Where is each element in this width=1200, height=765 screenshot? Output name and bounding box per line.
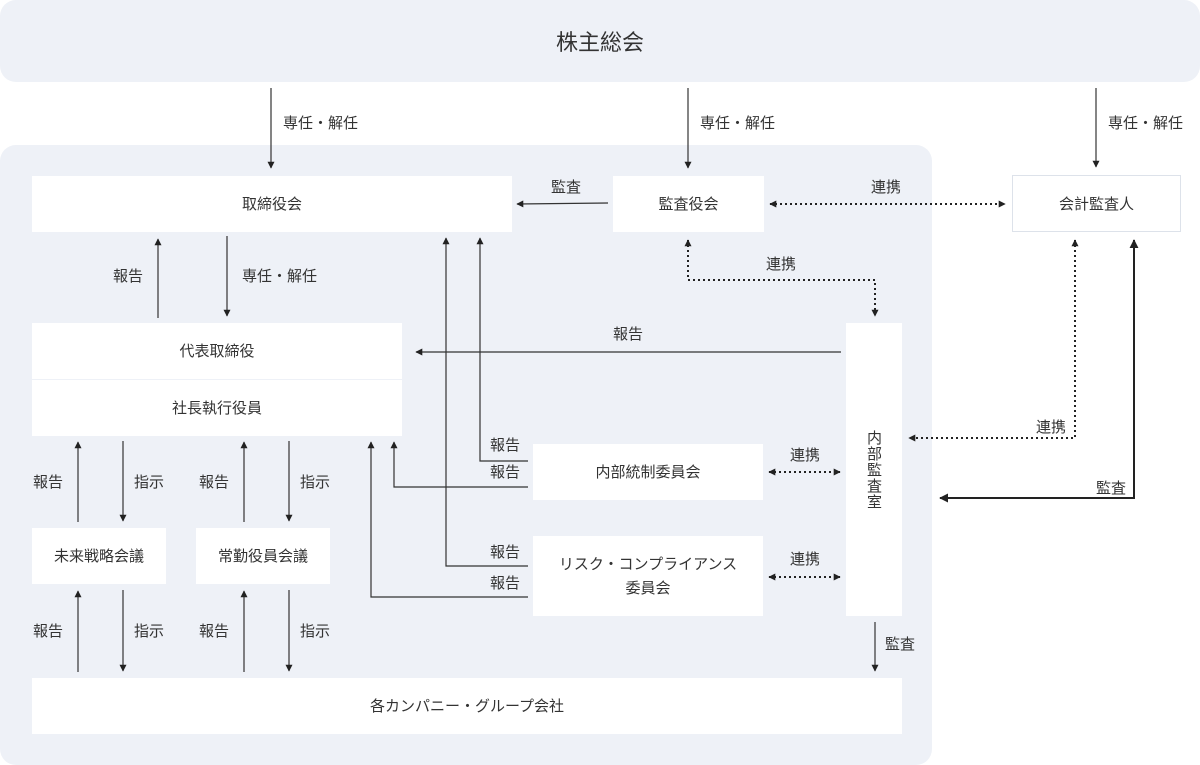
internal-audit-office: 内部監査室 — [846, 323, 902, 616]
executive-officers-meeting: 常勤役員会議 — [196, 528, 330, 584]
label-officers-report-top: 報告 — [199, 473, 230, 491]
label-strategy-report-top: 報告 — [33, 473, 64, 491]
audit-board: 監査役会 — [613, 176, 764, 232]
audit-board-label: 監査役会 — [658, 195, 719, 213]
internal-control-committee: 内部統制委員会 — [533, 444, 763, 500]
label-board-report: 報告 — [113, 267, 144, 285]
label-internal-control-report-2: 報告 — [490, 463, 521, 481]
board-of-directors: 取締役会 — [32, 176, 512, 232]
label-cooperation-risk: 連携 — [790, 550, 821, 568]
group-companies-label: 各カンパニー・グループ会社 — [369, 697, 565, 715]
label-board-appoint-dismiss: 専任・解任 — [242, 267, 318, 285]
label-strategy-report-bottom: 報告 — [33, 622, 64, 640]
internal-audit-office-label: 内部監査室 — [865, 429, 883, 510]
internal-control-committee-label: 内部統制委員会 — [595, 463, 701, 481]
future-strategy-meeting: 未来戦略会議 — [32, 528, 166, 584]
label-internal-control-report-1: 報告 — [490, 436, 521, 454]
external-auditor: 会計監査人 — [1012, 175, 1181, 232]
representative-director-label: 代表取締役 — [179, 342, 255, 360]
future-strategy-meeting-label: 未来戦略会議 — [53, 547, 144, 565]
label-cooperation-top: 連携 — [871, 178, 902, 196]
risk-compliance-committee-label: リスク・コンプライアンス 委員会 — [558, 555, 738, 597]
label-strategy-instruct-top: 指示 — [134, 473, 165, 491]
shareholders-meeting: 株主総会 — [0, 0, 1200, 82]
label-cooperation-auditor-internal: 連携 — [1036, 418, 1067, 436]
label-officers-instruct-bottom: 指示 — [300, 622, 331, 640]
label-appoint-dismiss-audit-board: 専任・解任 — [700, 114, 776, 132]
risk-compliance-committee: リスク・コンプライアンス 委員会 — [533, 536, 763, 616]
label-strategy-instruct-bottom: 指示 — [134, 622, 165, 640]
label-officers-report-bottom: 報告 — [199, 622, 230, 640]
president-executive-officer: 社長執行役員 — [32, 380, 402, 436]
external-auditor-label: 会計監査人 — [1058, 194, 1134, 213]
shareholders-meeting-label: 株主総会 — [555, 31, 644, 56]
executive-officers-meeting-label: 常勤役員会議 — [217, 547, 308, 565]
label-risk-report-1: 報告 — [490, 543, 521, 561]
group-companies: 各カンパニー・グループ会社 — [32, 678, 902, 734]
board-of-directors-label: 取締役会 — [241, 195, 302, 213]
label-audit-board-audit: 監査 — [551, 178, 582, 196]
representative-director: 代表取締役 — [32, 323, 402, 379]
label-cooperation-internal-control: 連携 — [790, 446, 821, 464]
label-appoint-dismiss-board: 専任・解任 — [283, 114, 359, 132]
president-executive-officer-label: 社長執行役員 — [171, 399, 262, 417]
label-risk-report-2: 報告 — [490, 574, 521, 592]
label-cooperation-audit-internal: 連携 — [766, 255, 797, 273]
label-appoint-dismiss-external-auditor: 専任・解任 — [1108, 114, 1184, 132]
label-internal-audit-group: 監査 — [885, 635, 916, 653]
label-officers-instruct-top: 指示 — [300, 473, 331, 491]
label-internal-audit-report: 報告 — [613, 325, 644, 343]
arrow-external-auditor-to-internal-audit — [939, 239, 1139, 503]
dotted-external-auditor-internal-audit — [908, 239, 1079, 442]
label-external-audit: 監査 — [1096, 479, 1127, 497]
